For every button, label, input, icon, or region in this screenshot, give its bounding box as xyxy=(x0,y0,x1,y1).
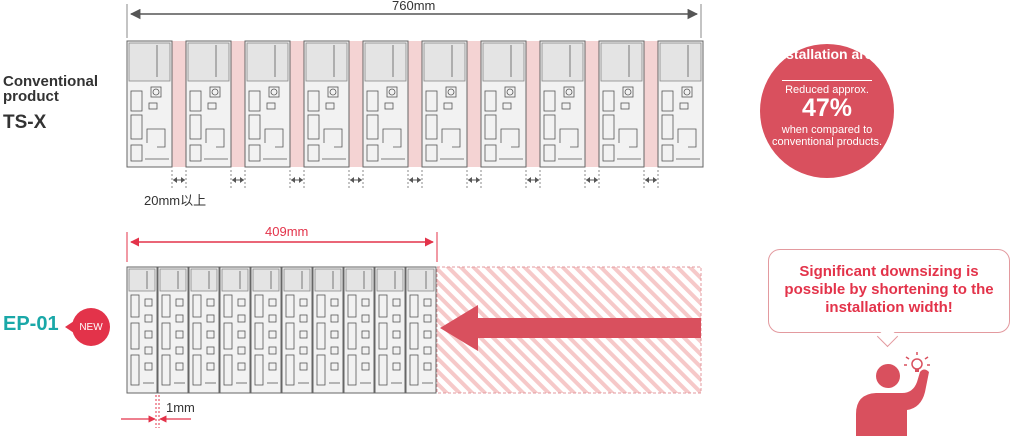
ts-x-gap-arrow xyxy=(171,170,187,188)
ts-x-gap-arrow xyxy=(584,170,600,188)
conventional-product-label: Conventional product xyxy=(3,73,99,105)
installation-area-title: Installation area xyxy=(773,46,881,62)
ts-x-gap-band xyxy=(644,41,658,167)
ts-x-unit-row xyxy=(126,40,704,188)
comparison-note: when compared to conventional products. xyxy=(771,124,883,148)
ts-x-unit xyxy=(657,40,704,168)
ts-x-gap-band xyxy=(585,41,599,167)
ep01-unit xyxy=(281,266,313,394)
ts-x-unit xyxy=(539,40,586,168)
ep01-unit xyxy=(374,266,406,394)
downsizing-callout: Significant downsizing is possible by sh… xyxy=(768,249,1010,333)
ep01-unit xyxy=(126,266,158,394)
ep01-unit xyxy=(219,266,251,394)
ts-x-gap-arrow xyxy=(466,170,482,188)
ep01-unit xyxy=(312,266,344,394)
ep01-model-label: EP-01 xyxy=(3,313,59,335)
conventional-width-dimension xyxy=(126,4,702,38)
new-badge: NEW xyxy=(65,308,110,346)
ep01-width-dimension xyxy=(126,232,438,262)
ep01-gap-label: 1mm xyxy=(166,400,195,415)
ts-x-gap-band xyxy=(467,41,481,167)
ep01-unit xyxy=(343,266,375,394)
shrink-arrow xyxy=(440,305,701,351)
circle-divider xyxy=(782,80,872,81)
reduction-percent: 47% xyxy=(801,94,853,122)
ts-x-gap-arrow xyxy=(525,170,541,188)
reduced-approx-text: Reduced approx. xyxy=(785,84,869,96)
ep01-gap-indicator xyxy=(121,395,191,428)
ts-x-unit xyxy=(303,40,350,168)
conventional-width-label: 760mm xyxy=(392,0,436,13)
ts-x-gap-band xyxy=(172,41,186,167)
ep01-unit xyxy=(188,266,220,394)
ep01-unit-row xyxy=(126,266,437,394)
ts-x-gap-arrow xyxy=(407,170,423,188)
installation-area-circle: Installation area Reduced approx. 47% wh… xyxy=(760,44,894,178)
ep01-unit xyxy=(250,266,282,394)
ts-x-gap-band xyxy=(526,41,540,167)
ts-x-gap-arrow xyxy=(230,170,246,188)
ts-x-model-label: TS-X xyxy=(3,112,47,133)
ts-x-unit xyxy=(126,40,173,168)
ts-x-gap-band xyxy=(408,41,422,167)
ts-x-unit xyxy=(362,40,409,168)
ts-x-gap-arrow xyxy=(348,170,364,188)
ts-x-unit xyxy=(421,40,468,168)
ts-x-unit xyxy=(480,40,527,168)
ep01-unit xyxy=(405,266,437,394)
ts-x-gap-arrow xyxy=(643,170,659,188)
ep01-width-label: 409mm xyxy=(265,224,309,239)
ts-x-unit xyxy=(185,40,232,168)
ts-x-gap-arrow xyxy=(289,170,305,188)
ts-x-unit xyxy=(598,40,645,168)
ts-x-gap-band xyxy=(290,41,304,167)
conventional-gap-label: 20mm以上 xyxy=(144,193,207,208)
ts-x-gap-band xyxy=(349,41,363,167)
ep01-unit xyxy=(157,266,189,394)
ts-x-unit xyxy=(244,40,291,168)
ts-x-gap-band xyxy=(231,41,245,167)
person-idea-icon xyxy=(856,352,930,436)
